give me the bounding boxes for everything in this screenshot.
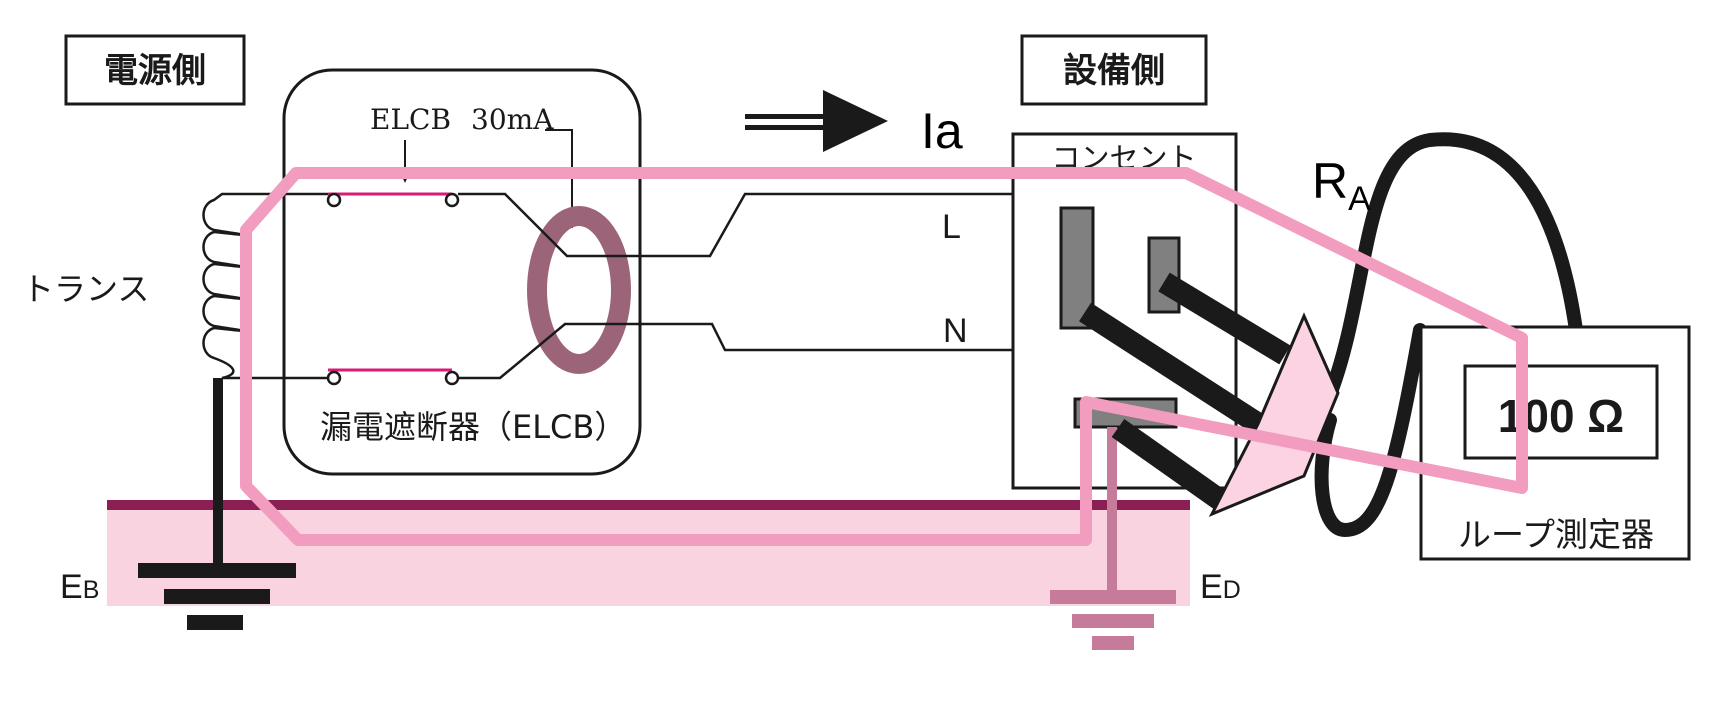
tester-display bbox=[1463, 364, 1659, 460]
ct-pointer bbox=[545, 129, 573, 228]
plug-prong-L bbox=[1158, 272, 1291, 365]
transformer-label: トランス bbox=[22, 270, 149, 308]
equipment-side-label: 設備側 bbox=[1063, 51, 1165, 91]
contact-terminal bbox=[444, 192, 460, 208]
earth-bar bbox=[107, 500, 1190, 510]
zero-phase-ct-ring bbox=[527, 206, 631, 374]
source-side-label-box: 電源側 bbox=[64, 34, 246, 106]
current-direction-arrow bbox=[745, 90, 888, 152]
line-L-label: L bbox=[942, 208, 961, 246]
fault-loop-path bbox=[240, 167, 1528, 546]
breaker-label: 漏電遮断器（ELCB） bbox=[320, 408, 626, 446]
contact-terminal bbox=[326, 192, 342, 208]
resistance-label: RA bbox=[1312, 153, 1371, 218]
ground-symbol-ed bbox=[1050, 590, 1176, 650]
source-side-label: 電源側 bbox=[104, 51, 206, 91]
plug-prong-N bbox=[1079, 302, 1266, 435]
tester-label: ループ測定器 bbox=[1458, 515, 1654, 554]
ground-eb-label: EB bbox=[60, 568, 99, 606]
contact-terminal bbox=[444, 370, 460, 386]
test-plug-body bbox=[1208, 312, 1340, 517]
tester-cable bbox=[1314, 132, 1583, 538]
plug-prong-ground bbox=[1111, 419, 1227, 509]
equipment-side-label-box: 設備側 bbox=[1020, 34, 1208, 106]
contact-terminal bbox=[326, 370, 342, 386]
ground-ed-label: ED bbox=[1200, 568, 1241, 606]
current-label: Ia bbox=[921, 103, 963, 159]
line-N-label: N bbox=[943, 312, 968, 350]
ground-symbol-eb bbox=[138, 563, 296, 630]
elcb-enclosure bbox=[282, 68, 642, 476]
